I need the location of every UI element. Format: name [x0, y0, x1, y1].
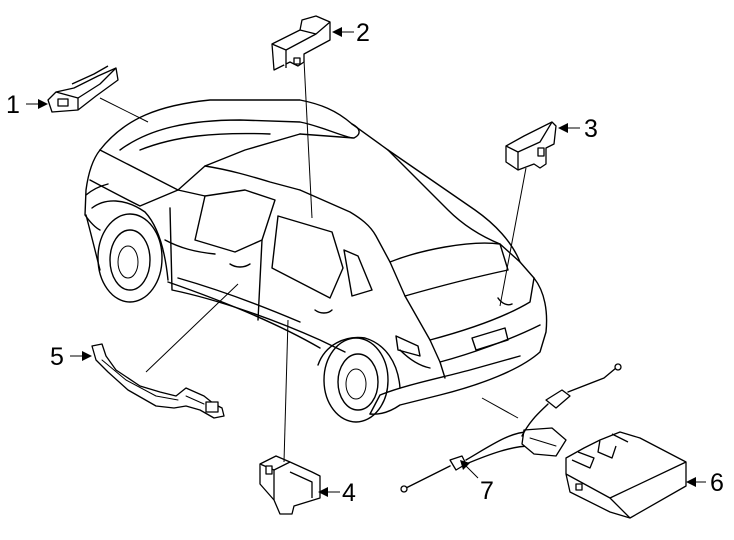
part-1-sensor [47, 65, 119, 113]
callout-5: 5 [50, 343, 64, 371]
callout-3: 3 [584, 115, 598, 143]
part-7-antenna-cable [400, 363, 622, 493]
part-6-control-unit [565, 431, 687, 519]
part-4-bracket-module [259, 455, 321, 515]
callout-6: 6 [710, 469, 724, 497]
vehicle-outline [84, 99, 548, 423]
part-5-harness [91, 343, 225, 419]
callout-7: 7 [480, 477, 494, 505]
callout-4: 4 [342, 479, 356, 507]
callout-2: 2 [356, 19, 370, 47]
callout-arrows [26, 27, 706, 497]
leader-lines [99, 59, 527, 463]
part-2-module [271, 15, 331, 71]
callout-1: 1 [6, 91, 20, 119]
part-3-bracket-sensor [505, 121, 557, 171]
